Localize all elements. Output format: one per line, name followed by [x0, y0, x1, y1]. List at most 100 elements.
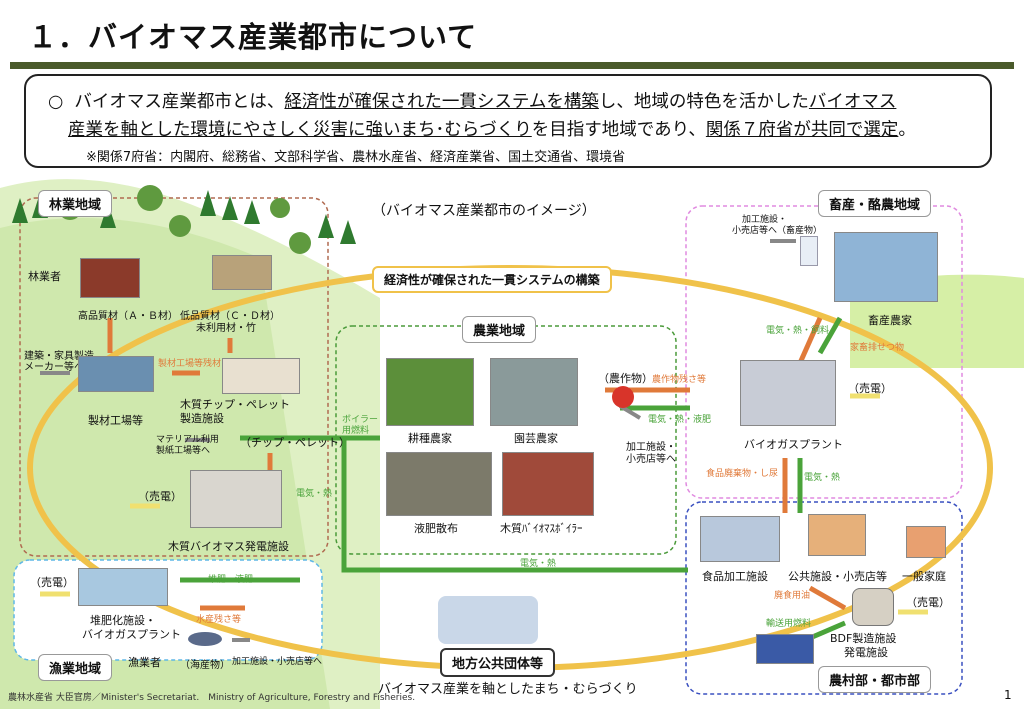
chip-plant-label: 木質チップ・ペレット [180, 398, 290, 411]
liquid-fertilizer-label: 液肥散布 [414, 522, 458, 535]
transport-fuel-label: 輸送用燃料 [766, 619, 812, 629]
bottom-label: バイオマス産業を軸としたまち・むらづくり [378, 682, 638, 697]
bullet: ○ [48, 92, 64, 112]
forestry-elec-heat: 電気・熱 [296, 489, 333, 499]
manure-label: 家畜排せつ物 [850, 343, 905, 353]
seafood-label: （海産物） [180, 660, 230, 671]
title-divider [10, 62, 1014, 69]
crops-label: （農作物） [598, 372, 653, 385]
fish-residue-label: 水産残さ等 [196, 615, 242, 625]
tomato-icon [612, 386, 634, 408]
forester-label: 林業者 [28, 270, 61, 283]
rural-urban-region [685, 501, 963, 695]
milk-icon [800, 236, 818, 266]
food-waste-label: 食品廃棄物・し尿 [706, 469, 779, 479]
summary-emphasis: 経済性が確保された一貫システムを構築 [284, 92, 599, 112]
wood-boiler-image [502, 452, 594, 516]
wood-power-image [190, 470, 282, 528]
household-image [906, 526, 946, 558]
system-label: 経済性が確保された一貫システムの構築 [372, 266, 612, 293]
biogas-plant-label: バイオガスプラント [744, 438, 843, 451]
region-fishery: 漁業地域 [38, 654, 113, 681]
low-quality-label: 低品質材（Ｃ・Ｄ材） [180, 311, 280, 322]
crop-residue-label: 農作物残さ等 [652, 375, 707, 385]
summary-text: し、地域の特色を活かした [598, 92, 809, 112]
chip-plant-label-2: 製造施設 [180, 412, 224, 425]
compost-label: 堆肥化施設・ [90, 614, 156, 627]
dairy-farmer-label: 畜産農家 [868, 314, 912, 327]
people-image [438, 596, 538, 644]
page-number: 1 [1004, 688, 1012, 702]
greenhouse-label: 園芸農家 [514, 432, 558, 445]
wood-boiler-label: 木質ﾊﾞｲｵﾏｽﾎﾞｲﾗｰ [500, 522, 583, 535]
livestock-elec-heat: 電気・熱 [804, 473, 841, 483]
fisher-label: 漁業者 [128, 656, 161, 669]
summary-emphasis: 産業を軸とした環境にやさしく災害に強いまち･むらづくり [68, 120, 532, 140]
boiler-fuel-label-2: 用燃料 [342, 426, 370, 436]
truck-image [756, 634, 814, 664]
rural-elec-heat: 電気・熱 [520, 559, 557, 569]
footer-credit: 農林水産省 大臣官房／Minister's Secretariat. Minis… [8, 693, 416, 703]
wood-power-label: 木質バイオマス発電施設 [168, 540, 289, 553]
bdf-plant-label: BDF製造施設 [830, 632, 897, 645]
boiler-fuel-label: ボイラー [342, 415, 379, 425]
elec-heat-liquid-label: 電気・熱・液肥 [648, 415, 712, 425]
bdf-tank-icon [852, 588, 894, 626]
region-livestock: 畜産・酪農地域 [818, 190, 932, 217]
construction-label: 建築・家具製造 [24, 351, 94, 362]
sawmill-residue-label: 製材工場等残材 [158, 359, 222, 369]
logs-image [80, 258, 140, 298]
livestock-processing-label-2: 小売店等へ（畜産物） [732, 226, 823, 236]
chip-plant-image [222, 358, 300, 394]
image-caption: （バイオマス産業都市のイメージ） [372, 203, 596, 219]
household-label: 一般家庭 [902, 570, 946, 583]
forestry-region [19, 197, 329, 557]
region-rural-urban: 農村部・都市部 [818, 666, 932, 693]
food-factory-image [700, 516, 780, 562]
public-facility-image [808, 514, 866, 556]
summary-line-2: 産業を軸とした環境にやさしく災害に強いまち･むらづくりを目指す地域であり、関係７… [68, 116, 916, 141]
crop-processing-label: 加工施設・ [626, 442, 676, 453]
fishery-power-sale: （売電） [30, 576, 74, 589]
high-quality-label: 高品質材（Ａ・Ｂ材） [78, 311, 178, 322]
summary-emphasis: 関係７府省が共同で選定 [705, 120, 899, 140]
local-government: 地方公共団体等 [440, 648, 556, 677]
waste-oil-label: 廃食用油 [774, 591, 811, 601]
public-facility-label: 公共施設・小売店等 [788, 570, 887, 583]
compost-liquid-label: 堆肥・液肥 [208, 575, 254, 585]
material-label-2: 製紙工場等へ [156, 446, 211, 456]
livestock-processing-label: 加工施設・ [742, 215, 788, 225]
summary-emphasis: バイオマス [808, 92, 897, 112]
forestry-power-sale: （売電） [138, 490, 182, 503]
food-factory-label: 食品加工施設 [702, 570, 768, 583]
elec-heat-feed-label: 電気・熱・飼料 [766, 326, 830, 336]
greenhouse-image [490, 358, 578, 426]
summary-line-1: ○ バイオマス産業都市とは、経済性が確保された一貫システムを構築し、地域の特色を… [48, 88, 896, 113]
summary-box: ○ バイオマス産業都市とは、経済性が確保された一貫システムを構築し、地域の特色を… [24, 74, 992, 168]
bdf-power-label: 発電施設 [844, 646, 888, 659]
summary-text: バイオマス産業都市とは、 [74, 92, 285, 112]
page-title: １．バイオマス産業都市について [28, 20, 478, 54]
fishery-processing-label: 加工施設・小売店等へ [232, 657, 323, 667]
unused-wood-label: 未利用材・竹 [196, 323, 256, 334]
compost-label-2: バイオガスプラント [82, 628, 181, 641]
fish-icon [188, 632, 222, 646]
crop-processing-label-2: 小売店等へ [626, 454, 676, 465]
livestock-power-sale: （売電） [848, 382, 892, 395]
material-label: マテリアル利用 [156, 435, 219, 445]
compost-plant-image [78, 568, 168, 606]
sawmill-image [78, 356, 154, 392]
summary-note: ※関係7府省：内閣府、総務省、文部科学省、農林水産省、経済産業省、国土交通省、環… [86, 150, 626, 165]
region-agriculture: 農業地域 [462, 316, 537, 343]
low-quality-logs-image [212, 255, 272, 290]
summary-text: 。 [898, 120, 916, 140]
liquid-fertilizer-image [386, 452, 492, 516]
construction-label-2: メーカー等へ [24, 362, 84, 373]
biogas-plant-image [740, 360, 836, 426]
chip-pellet-label: （チップ・ペレット） [240, 436, 350, 449]
region-forestry: 林業地域 [38, 190, 113, 217]
dairy-farm-image [834, 232, 938, 302]
summary-text: を目指す地域であり、 [531, 120, 706, 140]
sawmill-label: 製材工場等 [88, 414, 143, 427]
rural-power-sale: （売電） [906, 596, 950, 609]
